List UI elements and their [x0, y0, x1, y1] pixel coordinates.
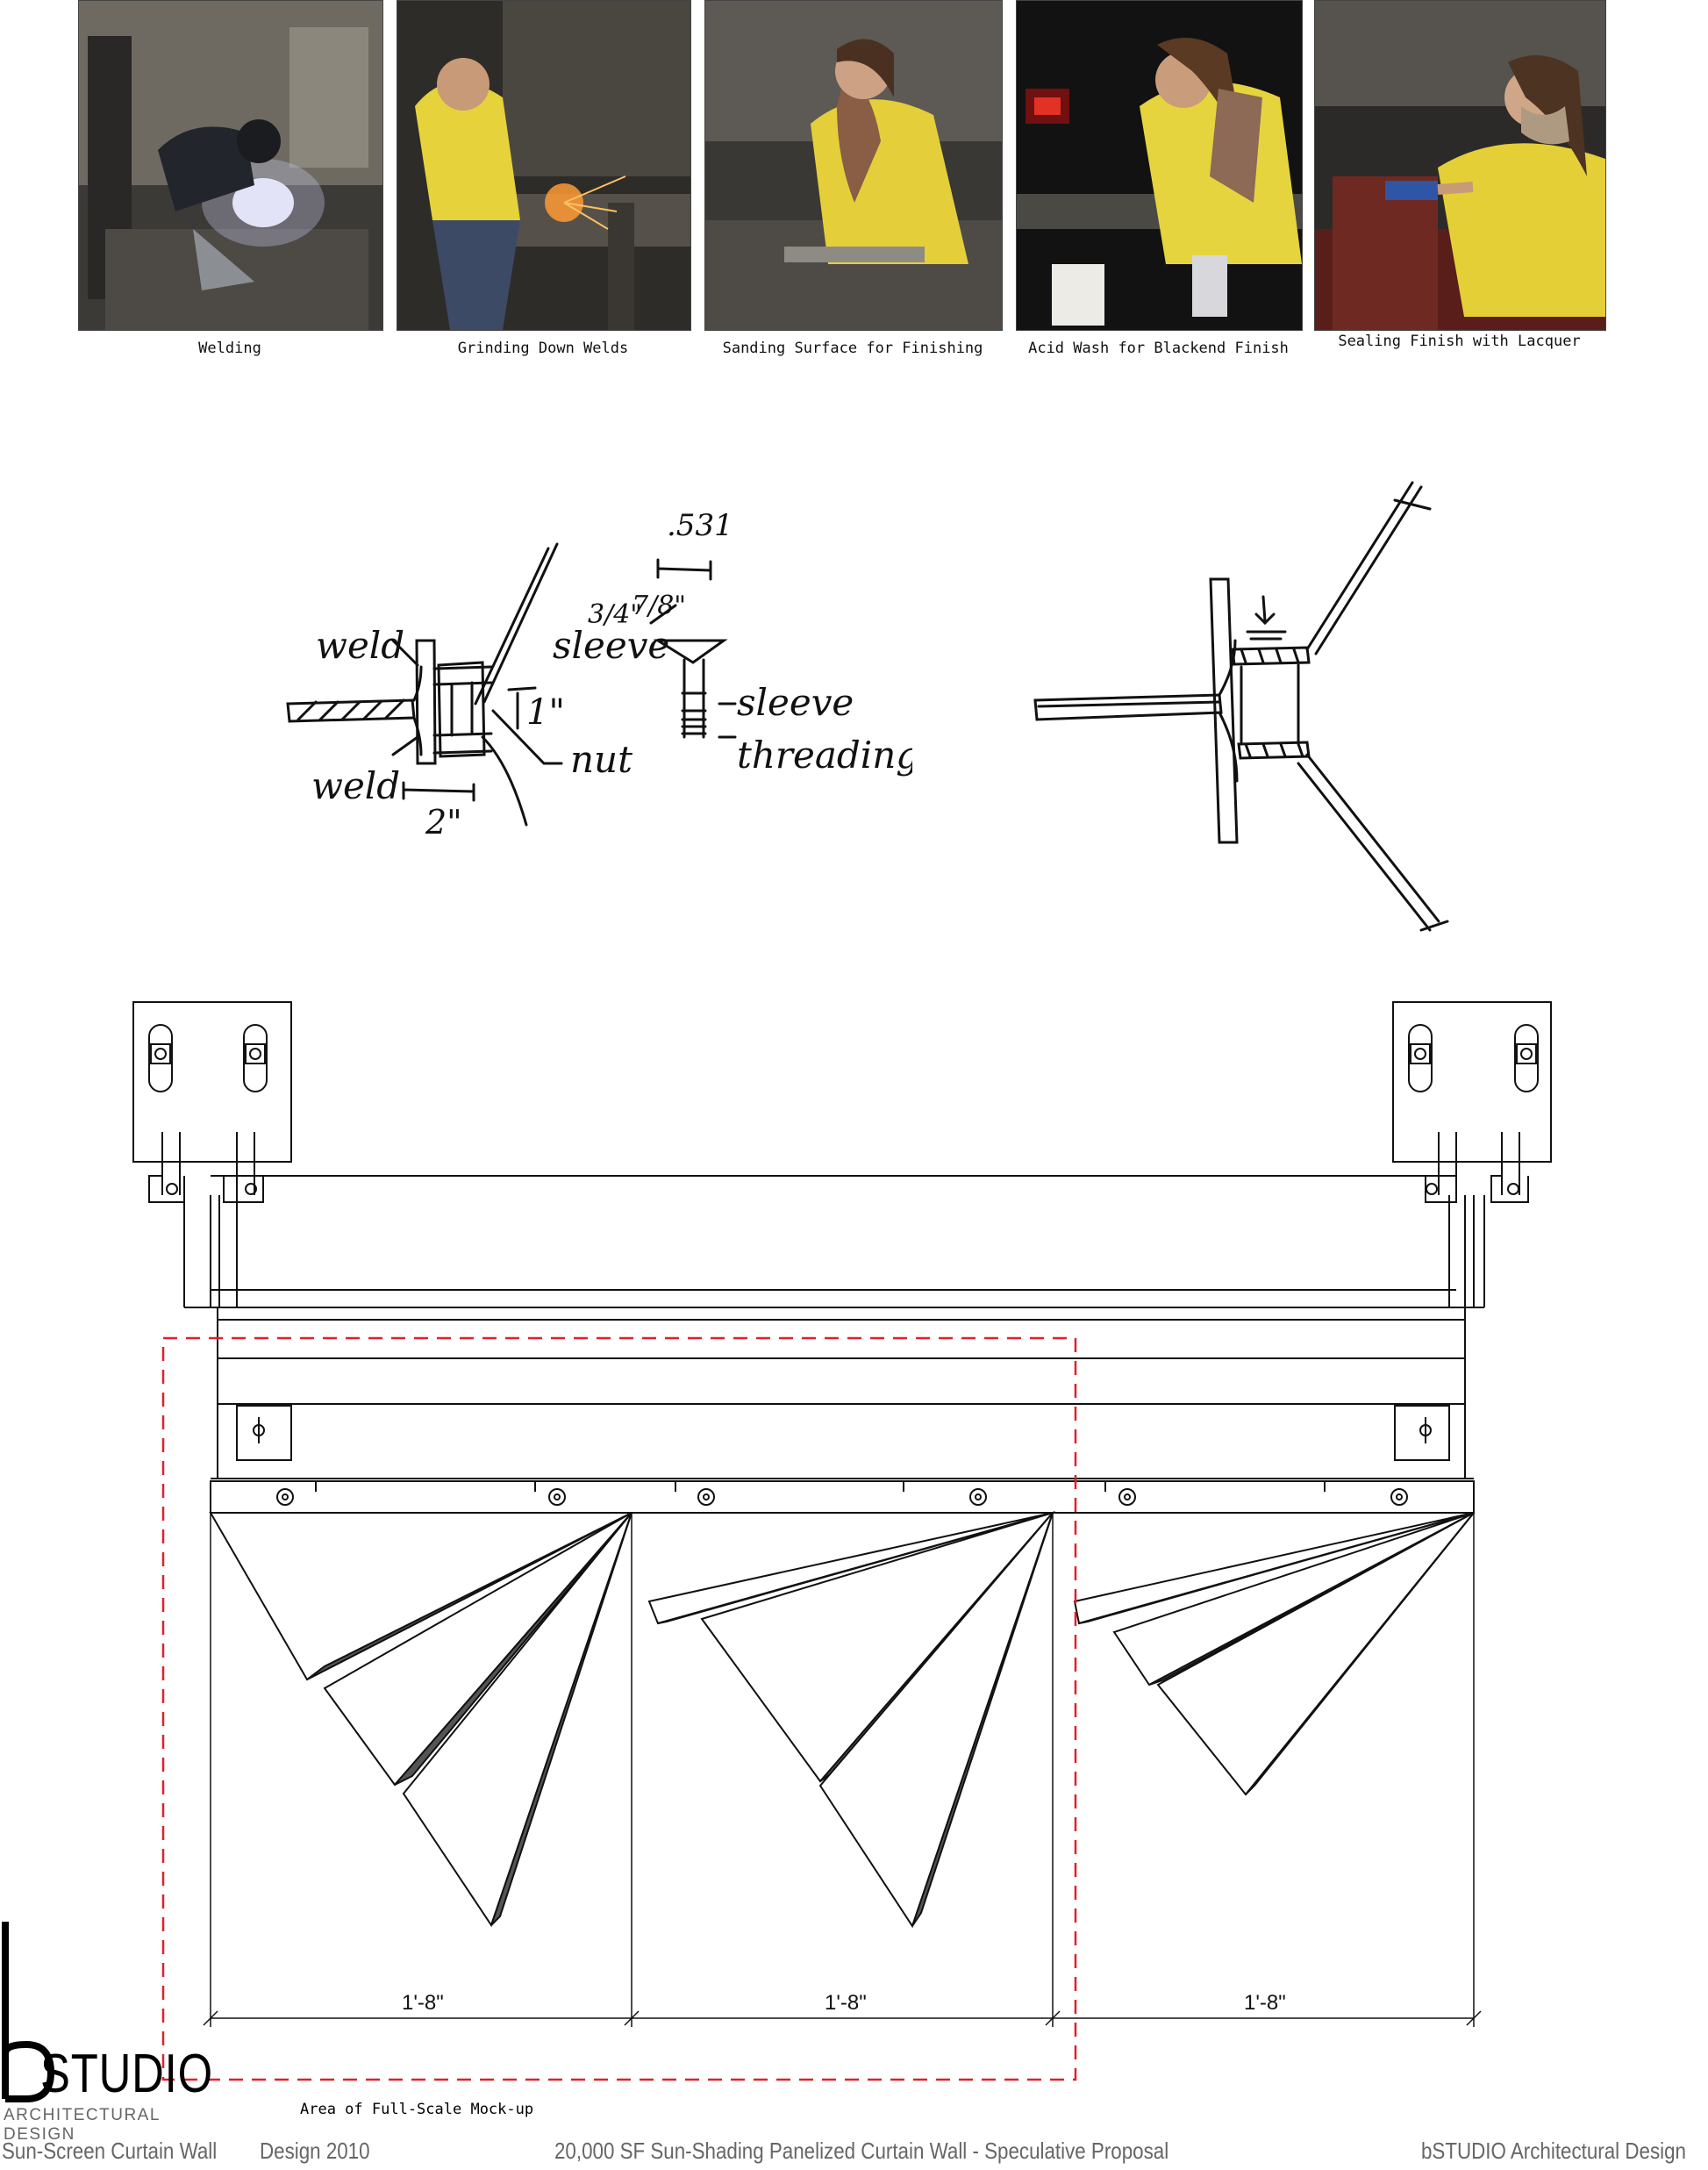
logo-word: STUDIO — [40, 2044, 213, 2104]
label-threading: threading. — [737, 734, 912, 777]
photo-sealing — [1314, 0, 1606, 331]
connection-sketch: weld weld sleeve nut 1" 2" .531 3/4" 7/8… — [286, 508, 912, 842]
label-two-inch: 2" — [425, 803, 462, 842]
photo-caption-sealing: Sealing Finish with Lacquer — [1338, 333, 1581, 350]
dimension-label-2: 1'-8" — [825, 1991, 867, 2015]
label-dim-531: .531 — [667, 508, 733, 543]
photo-grinding — [397, 0, 691, 331]
photo-caption-acid-wash: Acid Wash for Blackend Finish — [1028, 340, 1289, 357]
fin-edge-2-top — [657, 1512, 1054, 1624]
logo-subtitle: ARCHITECTURAL DESIGN — [4, 2106, 161, 2144]
mockup-area-caption: Area of Full-Scale Mock-up — [300, 2101, 534, 2118]
hinge-bolt — [276, 1488, 294, 1506]
photo-acid-wash — [1016, 0, 1303, 331]
mockup-area-outline — [161, 1336, 1077, 2081]
fin-edge-2-c — [911, 1512, 1054, 1927]
footer-description: 20,000 SF Sun-Shading Panelized Curtain … — [554, 2138, 1169, 2164]
hinge-bolt — [1118, 1488, 1136, 1506]
hinge-bolt — [969, 1488, 987, 1506]
footer-firm: bSTUDIO Architectural Design — [1421, 2138, 1686, 2164]
label-sleeve: sleeve — [553, 624, 669, 667]
fin-edge-3-b — [1148, 1512, 1475, 1686]
hinge-bolt — [548, 1488, 566, 1506]
label-weld-bottom: weld — [311, 764, 400, 807]
logo-mark — [2, 1922, 55, 2102]
label-frac-a: 3/4" — [588, 599, 642, 630]
footer-year: Design 2010 — [260, 2138, 370, 2164]
hinge-bolt — [1390, 1488, 1408, 1506]
fin-edge-3-c — [1245, 1512, 1475, 1795]
dimension-label-3: 1'-8" — [1244, 1991, 1286, 2015]
footer-project: Sun-Screen Curtain Wall — [2, 2138, 218, 2164]
photo-caption-grinding: Grinding Down Welds — [457, 340, 629, 357]
label-one-inch: 1" — [526, 692, 565, 733]
fin-edge-1-a — [306, 1512, 632, 1680]
sunscreen-elevation-drawing: 1'-8" 1'-8" 1'-8" — [132, 1001, 1552, 2081]
photo-sanding — [704, 0, 1003, 331]
label-weld-top: weld — [316, 624, 404, 667]
photo-caption-welding: Welding — [198, 340, 261, 357]
fin-edge-1-c — [490, 1512, 632, 1926]
hinge-bolt — [697, 1488, 715, 1506]
label-sleeve-right: sleeve — [737, 681, 854, 724]
bstudio-logo: STUDIO ARCHITECTURAL DESIGN — [0, 1922, 228, 2144]
connection-perspective-sketch — [1033, 481, 1449, 932]
fin-edge-1-b — [394, 1512, 632, 1786]
label-frac-b: 7/8" — [632, 591, 686, 621]
photo-welding — [78, 0, 383, 331]
label-nut: nut — [570, 738, 632, 781]
dimension-label-1: 1'-8" — [402, 1991, 444, 2015]
fin-edge-3-top — [1078, 1512, 1475, 1624]
photo-caption-sanding: Sanding Surface for Finishing — [722, 340, 983, 357]
